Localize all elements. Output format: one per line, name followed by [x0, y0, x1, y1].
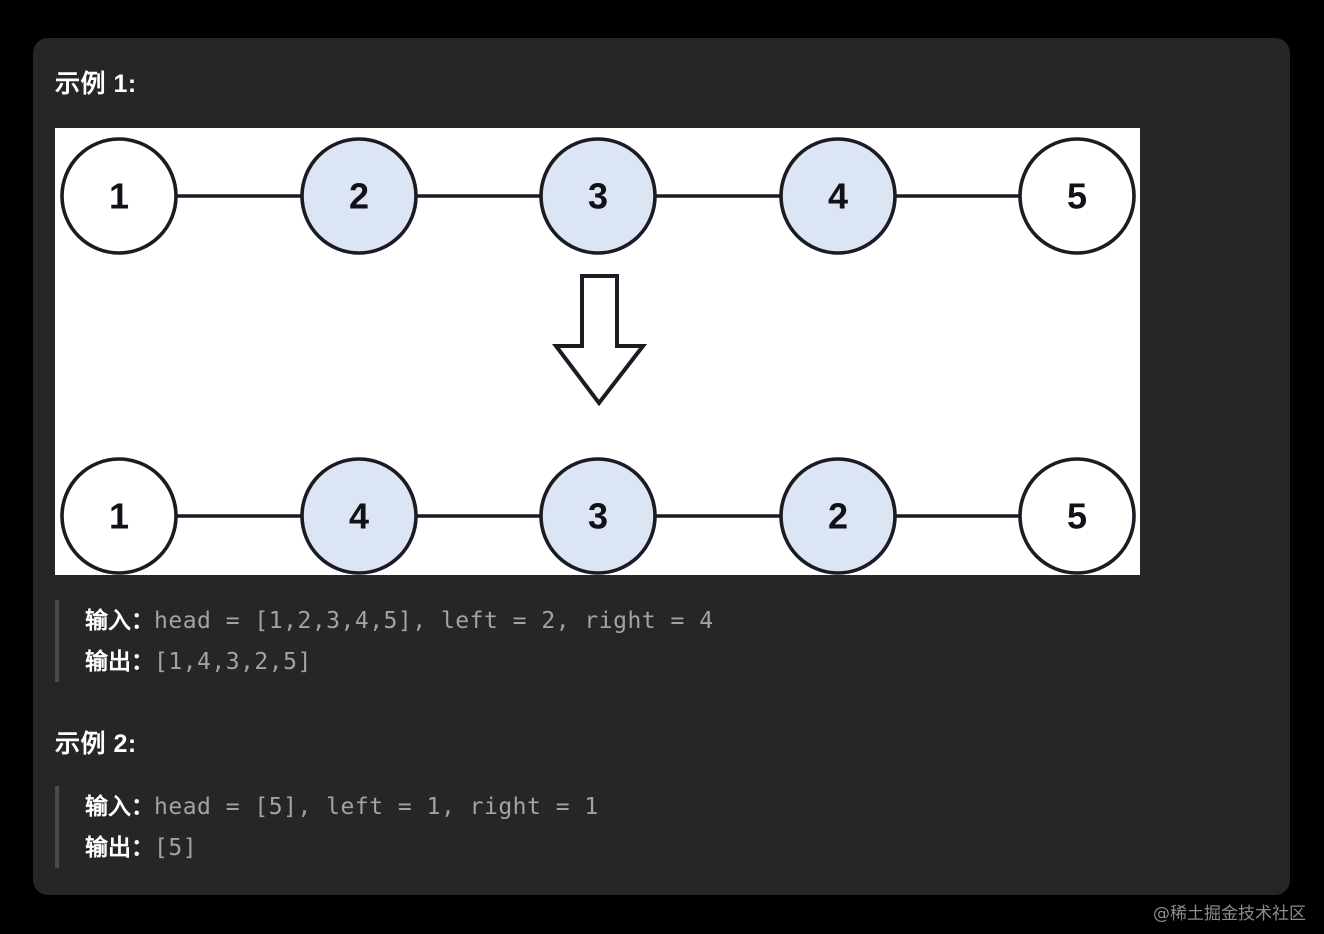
node-label: 4 [349, 496, 369, 537]
bottom-row-node-3: 3 [539, 457, 657, 575]
output-value: [1,4,3,2,5] [154, 649, 312, 675]
example-1-output-line: 输出：[1,4,3,2,5] [85, 641, 1155, 682]
input-label: 输入： [85, 793, 154, 819]
input-value: head = [1,2,3,4,5], left = 2, right = 4 [154, 608, 714, 634]
node-label: 1 [109, 496, 129, 537]
example-card: 示例 1: 1 [33, 38, 1290, 895]
node-label: 2 [828, 496, 848, 537]
output-label: 输出： [85, 648, 154, 674]
top-row-node-2: 2 [300, 137, 418, 255]
output-value: [5] [154, 835, 198, 861]
top-row-node-3: 3 [539, 137, 657, 255]
example-1-heading: 示例 1: [55, 70, 137, 98]
down-arrow-icon [551, 274, 648, 407]
top-row-node-4: 4 [779, 137, 897, 255]
node-label: 5 [1067, 496, 1087, 537]
node-label: 4 [828, 176, 848, 217]
bottom-row-node-4: 2 [779, 457, 897, 575]
top-row-node-1: 1 [60, 137, 178, 255]
example-2-code-block: 输入：head = [5], left = 1, right = 1 输出：[5… [55, 786, 1155, 868]
node-label: 5 [1067, 176, 1087, 217]
top-row-node-5: 5 [1018, 137, 1136, 255]
example-2-input-line: 输入：head = [5], left = 1, right = 1 [85, 786, 1155, 827]
node-label: 2 [349, 176, 369, 217]
linked-list-figure: 1 2 3 4 5 [55, 128, 1140, 575]
input-value: head = [5], left = 1, right = 1 [154, 794, 599, 820]
watermark: @稀土掘金技术社区 [1153, 904, 1306, 924]
node-label: 3 [588, 176, 608, 217]
bottom-row-node-2: 4 [300, 457, 418, 575]
example-2-heading: 示例 2: [55, 730, 137, 758]
input-label: 输入： [85, 607, 154, 633]
example-1-code-block: 输入：head = [1,2,3,4,5], left = 2, right =… [55, 600, 1155, 682]
node-label: 1 [109, 176, 129, 217]
example-1-input-line: 输入：head = [1,2,3,4,5], left = 2, right =… [85, 600, 1155, 641]
node-label: 3 [588, 496, 608, 537]
bottom-row-node-5: 5 [1018, 457, 1136, 575]
linked-list-diagram: 1 2 3 4 5 [60, 137, 1136, 575]
example-2-output-line: 输出：[5] [85, 827, 1155, 868]
output-label: 输出： [85, 834, 154, 860]
bottom-row-node-1: 1 [60, 457, 178, 575]
